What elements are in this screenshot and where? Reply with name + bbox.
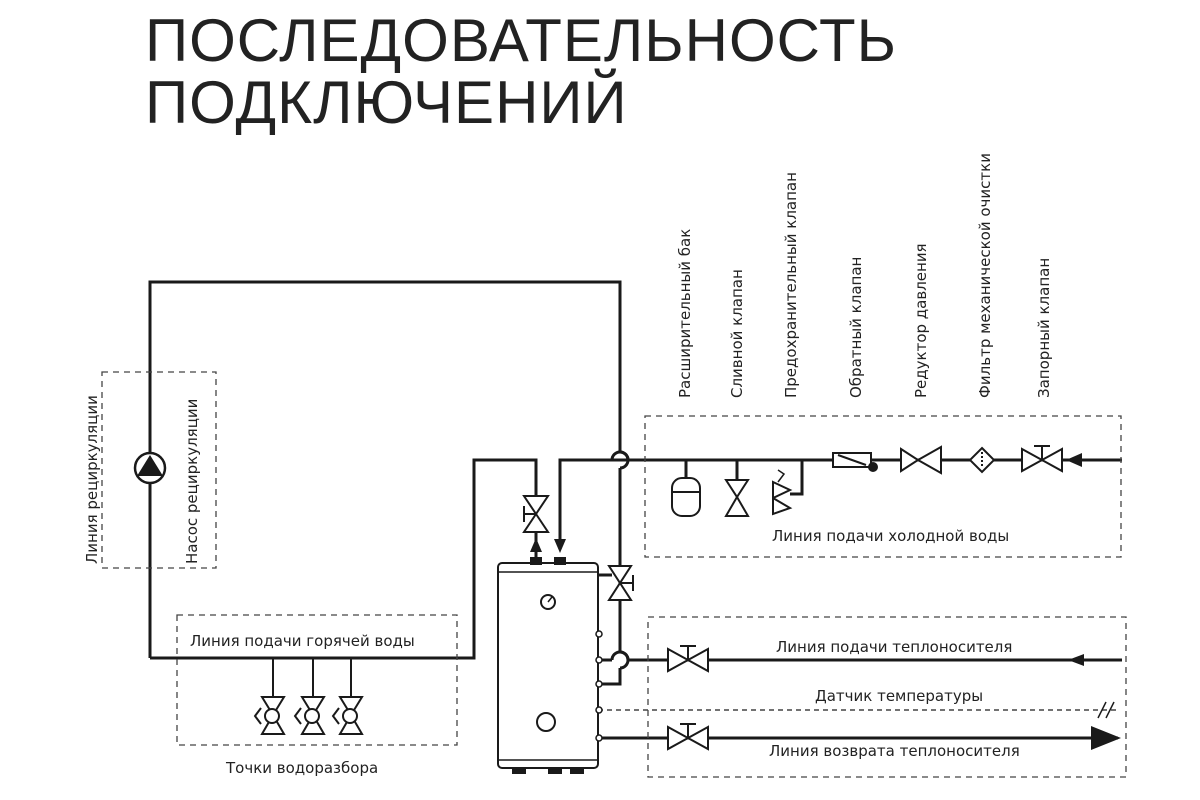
drain-valve-label: Сливной клапан: [728, 269, 746, 398]
recirc-group-box: [101, 371, 217, 569]
filter-icon: [968, 446, 996, 474]
safety-valve-label: Предохранительный клапан: [782, 172, 800, 398]
tank-side-valve-icon: [607, 565, 634, 601]
drain-valve-icon: [724, 479, 750, 517]
sensor-break-mark-2: [1105, 701, 1115, 719]
hot-supply-group-box: [176, 614, 458, 746]
heat-supply-valve-icon: [667, 645, 709, 673]
expansion-tank-label: Расширительный бак: [676, 229, 694, 398]
sensor-break-mark-1: [1097, 701, 1107, 719]
temp-sensor-label: Датчик температуры: [815, 687, 983, 705]
recirc-pipe-end: [598, 668, 622, 686]
boiler-tank: [497, 557, 599, 774]
safety-valve-icon: [772, 469, 793, 516]
heat-supply-label: Линия подачи теплоносителя: [776, 638, 1012, 656]
heat-supply-jump: [610, 650, 630, 661]
hot-outlet-valve-icon: [522, 495, 550, 533]
check-valve-label: Обратный клапан: [847, 257, 865, 398]
tank-port-icon: [595, 656, 603, 664]
pressure-reducer-icon: [900, 445, 942, 475]
shutoff-valve-label: Запорный клапан: [1035, 258, 1053, 398]
hot-supply-label: Линия подачи горячей воды: [190, 632, 415, 650]
cold-inlet-pipe: [558, 458, 612, 545]
title-line-2: ПОДКЛЮЧЕНИЙ: [145, 69, 628, 136]
hot-out-arrow: [530, 538, 542, 552]
cold-flow-arrow: [1066, 453, 1082, 467]
page-title: ПОСЛЕДОВАТЕЛЬНОСТЬ ПОДКЛЮЧЕНИЙ: [145, 10, 897, 134]
hot-supply-pipe: [150, 458, 538, 660]
heat-supply-arrow: [1068, 654, 1084, 666]
tank-port-icon: [595, 680, 603, 688]
tank-port-icon: [595, 706, 603, 714]
tap-icon: [253, 658, 286, 735]
shutoff-valve-icon: [1021, 445, 1063, 473]
check-valve-icon: [832, 452, 878, 472]
recirc-line-label: Линия рециркуляции: [83, 395, 101, 564]
tank-port-icon: [595, 630, 603, 638]
cold-in-arrow: [554, 539, 566, 553]
heat-return-label: Линия возврата теплоносителя: [769, 742, 1020, 760]
safety-branch: [790, 460, 804, 496]
title-line-1: ПОСЛЕДОВАТЕЛЬНОСТЬ: [145, 7, 897, 74]
heat-return-valve-icon: [667, 723, 709, 751]
expansion-tank-icon: [671, 477, 701, 517]
tank-flange-icon: [536, 712, 556, 732]
cold-supply-jump: [610, 450, 630, 461]
cold-supply-label: Линия подачи холодной воды: [772, 527, 1009, 545]
recirc-pump-label: Насос рециркуляции: [183, 399, 201, 564]
pressure-reducer-label: Редуктор давления: [912, 243, 930, 398]
tank-gauge-icon: [540, 594, 556, 610]
tap-icon: [293, 658, 326, 735]
tap-icon: [331, 658, 364, 735]
draw-points-label: Точки водоразбора: [225, 759, 378, 777]
filter-label: Фильтр механической очистки: [976, 153, 994, 398]
recirc-pump-icon: [133, 451, 167, 485]
tank-port-icon: [595, 734, 603, 742]
